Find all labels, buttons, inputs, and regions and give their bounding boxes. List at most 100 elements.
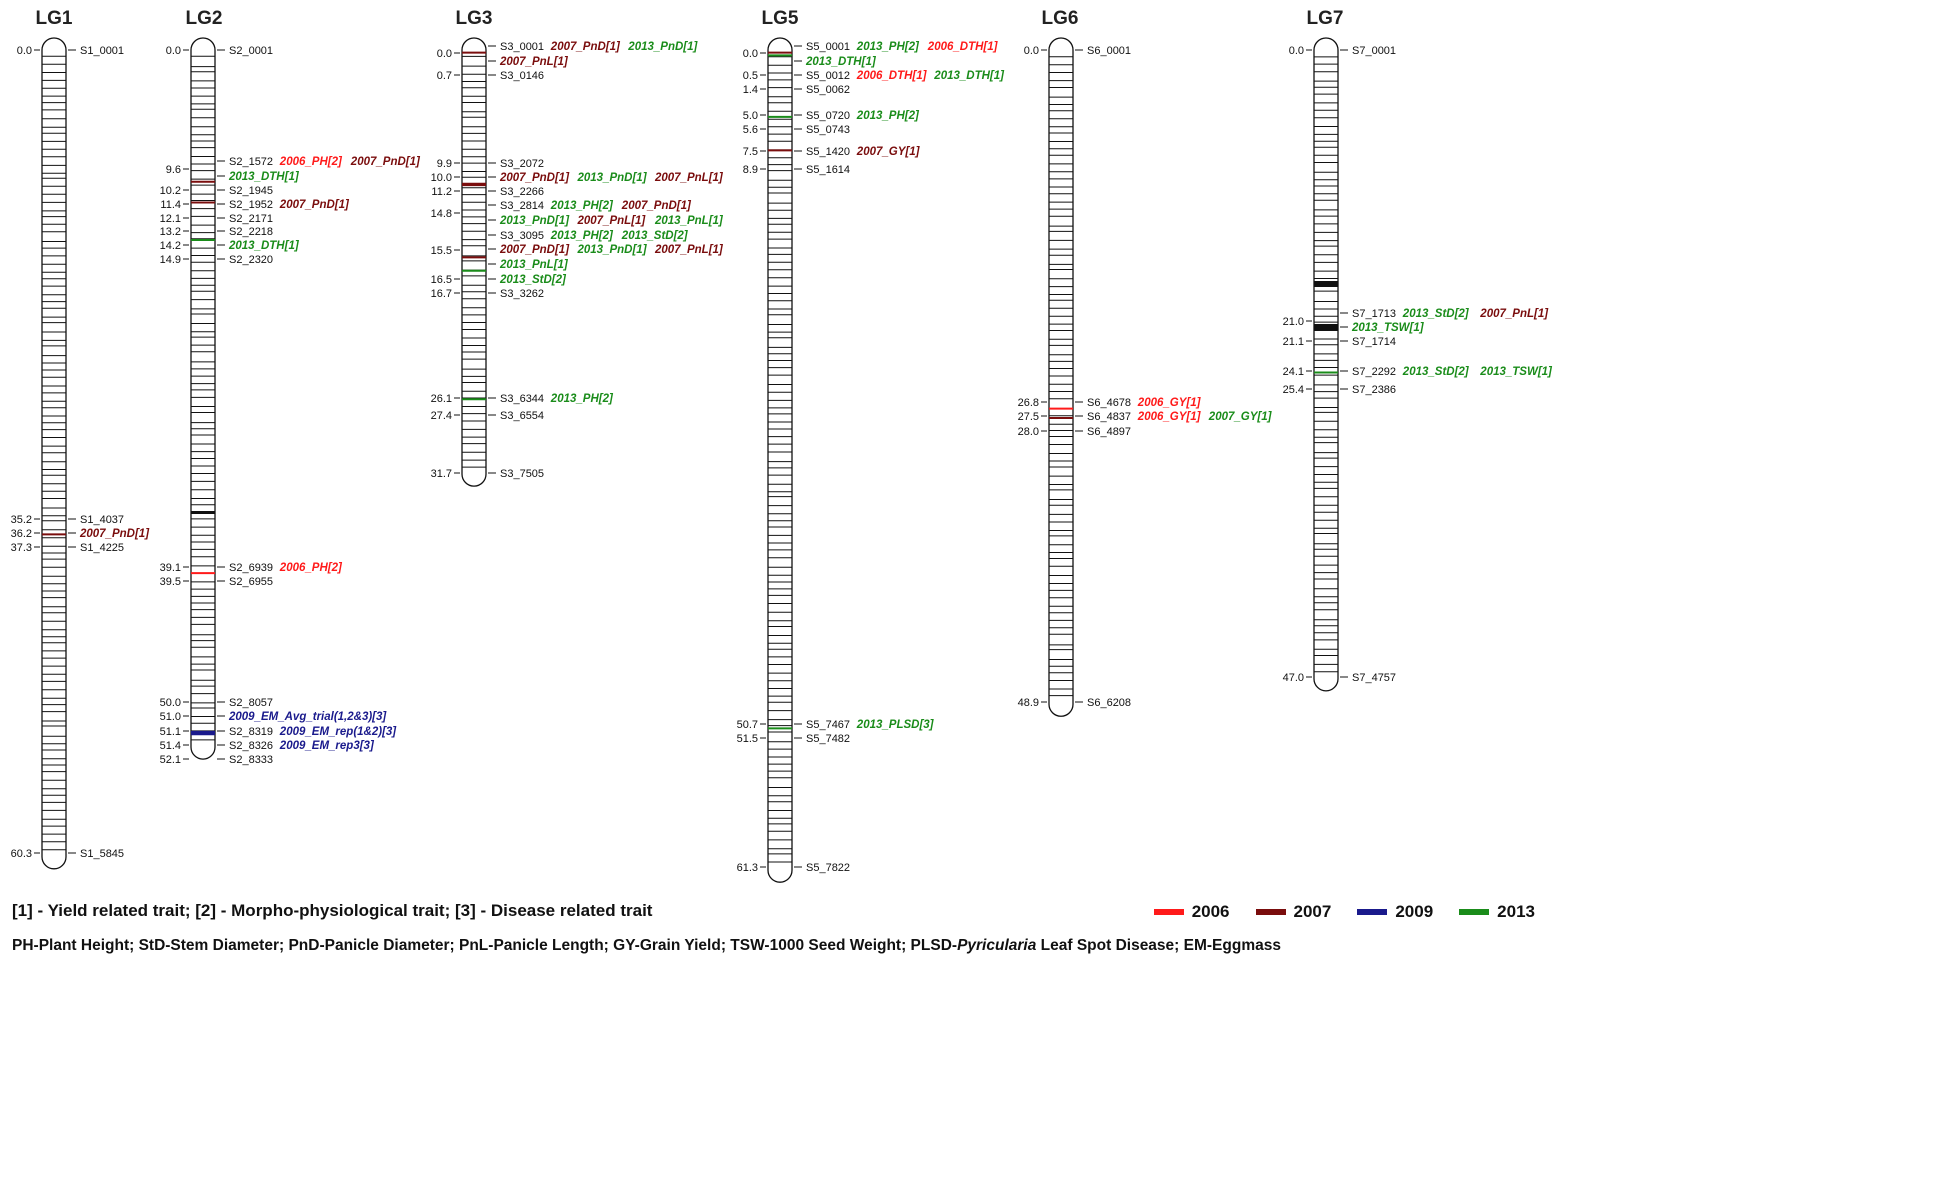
lg3-marker-name: S3_7505 xyxy=(500,468,544,480)
lg1-position-label: 60.3 xyxy=(11,848,32,860)
lg2-qtl-label: 2009_EM_rep3[3] xyxy=(279,740,375,752)
lg5-marker-name: S5_7467 xyxy=(806,719,850,731)
lg2-position-label: 14.2 xyxy=(160,240,181,252)
lg7-marker-name: S7_1713 xyxy=(1352,308,1396,320)
lg6-qtl-label: 2007_GY[1] xyxy=(1208,411,1273,423)
lg1-marker-name: S1_5845 xyxy=(80,848,124,860)
lg5-qtl-label: 2013_DTH[1] xyxy=(933,70,1005,82)
legend-swatch xyxy=(1255,909,1286,915)
lg2-title: LG2 xyxy=(186,8,223,29)
lg3-position-label: 16.7 xyxy=(431,288,452,300)
lg5-title: LG5 xyxy=(762,8,799,29)
lg7-marker-name: S7_2386 xyxy=(1352,384,1396,396)
lg5-position-label: 7.5 xyxy=(743,146,758,158)
lg5-qtl-label: 2013_PH[2] xyxy=(856,110,920,122)
lg3-qtl-label: 2013_PH[2] xyxy=(550,393,614,405)
lg5-marker-name: S5_1420 xyxy=(806,146,850,158)
abbreviation-italic: Pyricularia xyxy=(957,937,1037,954)
lg3-marker-name: S3_2814 xyxy=(500,200,544,212)
lg6-marker-name: S6_6208 xyxy=(1087,697,1131,709)
lg3-qtl-label: 2007_PnL[1] xyxy=(499,56,569,68)
lg6-marker-name: S6_4678 xyxy=(1087,397,1131,409)
lg5-marker-name: S5_0720 xyxy=(806,110,850,122)
lg2-position-label: 51.0 xyxy=(160,711,181,723)
lg6-position-label: 26.8 xyxy=(1018,397,1039,409)
lg3-marker-name: S3_0146 xyxy=(500,70,544,82)
lg5-position-label: 51.5 xyxy=(737,733,758,745)
abbreviation-note: PH-Plant Height; StD-Stem Diameter; PnD-… xyxy=(12,937,1553,955)
lg2-position-label: 51.4 xyxy=(160,740,181,752)
trait-class-note: [1] - Yield related trait; [2] - Morpho-… xyxy=(12,901,653,920)
lg1-position-label: 37.3 xyxy=(11,542,32,554)
lg3-qtl-label: 2013_PH[2] xyxy=(550,200,614,212)
lg1-marker-name: S1_4037 xyxy=(80,514,124,526)
lg3-chromosome xyxy=(461,37,487,487)
lg6-marker-name: S6_4897 xyxy=(1087,426,1131,438)
lg6-marker-name: S6_4837 xyxy=(1087,411,1131,423)
lg7-position-label: 0.0 xyxy=(1289,45,1304,57)
lg2-position-label: 10.2 xyxy=(160,185,181,197)
lg5-position-label: 5.0 xyxy=(743,110,758,122)
lg3-qtl-label: 2013_PnD[1] xyxy=(627,41,698,53)
lg2-marker-name: S2_1945 xyxy=(229,185,273,197)
lg1-marker-name: S1_0001 xyxy=(80,45,124,57)
lg6-position-label: 0.0 xyxy=(1024,45,1039,57)
lg6-chromosome xyxy=(1048,37,1074,717)
lg6-qtl-label: 2006_GY[1] xyxy=(1137,411,1202,423)
lg7-qtl-label: 2013_TSW[1] xyxy=(1351,322,1425,334)
lg3-qtl-label: 2007_PnL[1] xyxy=(654,172,724,184)
legend-item-2006: 2006 xyxy=(1153,902,1230,922)
lg5-qtl-label: 2013_PLSD[3] xyxy=(856,719,935,731)
lg3-marker-name: S3_0001 xyxy=(500,41,544,53)
lg7-marker-name: S7_4757 xyxy=(1352,672,1396,684)
lg5-qtl-label: 2007_GY[1] xyxy=(856,146,921,158)
lg2-marker-name: S2_2218 xyxy=(229,226,273,238)
lg3-marker-name: S3_6554 xyxy=(500,410,544,422)
lg2-qtl-label: 2013_DTH[1] xyxy=(228,240,300,252)
lg2-marker-name: S2_8319 xyxy=(229,726,273,738)
legend-label: 2006 xyxy=(1191,902,1230,921)
lg3-position-label: 9.9 xyxy=(437,158,452,170)
lg2-position-label: 50.0 xyxy=(160,697,181,709)
lg6-title: LG6 xyxy=(1042,8,1079,29)
lg5-marker-name: S5_1614 xyxy=(806,164,850,176)
lg2-qtl-label: 2006_PH[2] xyxy=(279,156,343,168)
lg1-position-label: 0.0 xyxy=(17,45,32,57)
lg6-marker-name: S6_0001 xyxy=(1087,45,1131,57)
year-legend: 2006 2007 2009 2013 xyxy=(1153,902,1535,922)
lg2-qtl-label: 2013_DTH[1] xyxy=(228,171,300,183)
lg7-qtl-label: 2013_StD[2] xyxy=(1402,308,1470,320)
abbreviation-text-1: PH-Plant Height; StD-Stem Diameter; PnD-… xyxy=(12,937,958,954)
lg5-qtl-label: 2013_PH[2] xyxy=(856,41,920,53)
lg2-marker-name: S2_1952 xyxy=(229,199,273,211)
lg7-position-label: 47.0 xyxy=(1283,672,1304,684)
lg3-qtl-label: 2007_PnD[1] xyxy=(621,200,692,212)
lg2-marker-name: S2_2320 xyxy=(229,254,273,266)
lg3-qtl-label: 2013_StD[2] xyxy=(499,274,567,286)
lg7-chromosome xyxy=(1313,37,1339,692)
legend-swatch xyxy=(1459,909,1490,915)
lg1-title: LG1 xyxy=(36,8,73,29)
lg2-qtl-label: 2006_PH[2] xyxy=(279,562,343,574)
lg2-marker-name: S2_2171 xyxy=(229,213,273,225)
lg3-position-label: 16.5 xyxy=(431,274,452,286)
lg7-marker-name: S7_1714 xyxy=(1352,336,1396,348)
lg2-position-label: 39.1 xyxy=(160,562,181,574)
lg5-marker-name: S5_7482 xyxy=(806,733,850,745)
lg7-qtl-label: 2013_StD[2] xyxy=(1402,366,1470,378)
lg2-position-label: 52.1 xyxy=(160,754,181,766)
lg6-position-label: 28.0 xyxy=(1018,426,1039,438)
legend-swatch xyxy=(1153,909,1184,915)
lg5-marker-name: S5_0001 xyxy=(806,41,850,53)
lg3-qtl-label: 2013_PnD[1] xyxy=(577,244,648,256)
lg3-qtl-label: 2013_PnD[1] xyxy=(499,215,570,227)
lg7-dense-marker-block xyxy=(1314,281,1338,287)
lg6-position-label: 27.5 xyxy=(1018,411,1039,423)
lg2-marker-name: S2_6955 xyxy=(229,576,273,588)
lg7-marker-name: S7_0001 xyxy=(1352,45,1396,57)
lg7-marker-name: S7_2292 xyxy=(1352,366,1396,378)
lg2-position-label: 12.1 xyxy=(160,213,181,225)
lg3-title: LG3 xyxy=(456,8,493,29)
lg5-position-label: 0.5 xyxy=(743,70,758,82)
lg5-position-label: 5.6 xyxy=(743,124,758,136)
